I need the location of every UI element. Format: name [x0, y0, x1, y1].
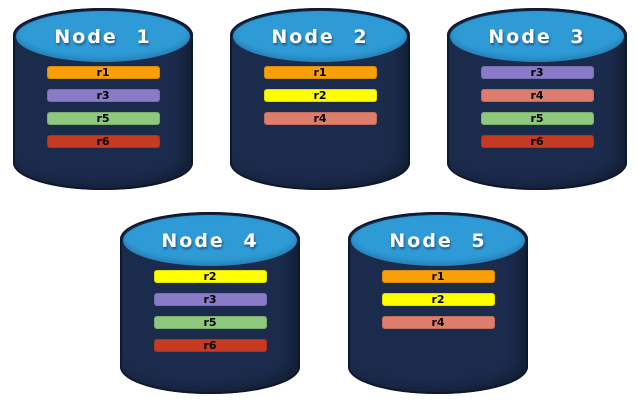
replica-label: r1	[96, 66, 110, 79]
replica-label: r2	[203, 270, 217, 283]
node-3-cylinder: Node 3 r3 r4 r5 r6	[447, 8, 627, 190]
replica-bar-r2: r2	[381, 293, 495, 306]
node-1-replica-list: r1 r3 r5 r6	[13, 66, 193, 148]
replica-label: r5	[530, 112, 544, 125]
node-3-replica-list: r3 r4 r5 r6	[447, 66, 627, 148]
replica-label: r5	[203, 316, 217, 329]
replica-label: r4	[313, 112, 327, 125]
cylinder-top-ellipse: Node 4	[123, 215, 297, 266]
node-4-replica-list: r2 r3 r5 r6	[120, 270, 300, 352]
replica-bar-r5: r5	[153, 316, 267, 329]
node-4-label: Node 4	[161, 229, 259, 252]
replica-label: r2	[313, 89, 327, 102]
replica-label: r3	[96, 89, 110, 102]
cylinder-top-ellipse: Node 1	[16, 11, 190, 62]
node-5-replica-list: r1 r2 r4	[348, 270, 528, 329]
replica-label: r5	[96, 112, 110, 125]
node-2-replica-list: r1 r2 r4	[230, 66, 410, 125]
node-5-cylinder: Node 5 r1 r2 r4	[348, 212, 528, 394]
replica-bar-r6: r6	[153, 339, 267, 352]
replica-bar-r3: r3	[46, 89, 160, 102]
replica-bar-r4: r4	[263, 112, 377, 125]
replica-bar-r2: r2	[153, 270, 267, 283]
replica-bar-r5: r5	[480, 112, 594, 125]
replica-label: r4	[530, 89, 544, 102]
replica-bar-r1: r1	[263, 66, 377, 79]
replica-bar-r6: r6	[480, 135, 594, 148]
replica-label: r6	[530, 135, 544, 148]
node-4-cylinder: Node 4 r2 r3 r5 r6	[120, 212, 300, 394]
cylinder-top-ellipse: Node 2	[233, 11, 407, 62]
replica-bar-r5: r5	[46, 112, 160, 125]
replica-label: r6	[203, 339, 217, 352]
replica-label: r1	[431, 270, 445, 283]
cylinder-top-ellipse: Node 5	[351, 215, 525, 266]
replica-bar-r4: r4	[480, 89, 594, 102]
node-1-label: Node 1	[54, 25, 152, 48]
replica-label: r1	[313, 66, 327, 79]
replica-bar-r4: r4	[381, 316, 495, 329]
replica-bar-r3: r3	[153, 293, 267, 306]
replica-label: r6	[96, 135, 110, 148]
node-5-label: Node 5	[389, 229, 487, 252]
replica-bar-r6: r6	[46, 135, 160, 148]
replica-bar-r3: r3	[480, 66, 594, 79]
replica-label: r3	[203, 293, 217, 306]
node-2-cylinder: Node 2 r1 r2 r4	[230, 8, 410, 190]
node-1-cylinder: Node 1 r1 r3 r5 r6	[13, 8, 193, 190]
node-3-label: Node 3	[488, 25, 586, 48]
replica-label: r4	[431, 316, 445, 329]
node-2-label: Node 2	[271, 25, 369, 48]
replica-bar-r1: r1	[381, 270, 495, 283]
replica-label: r3	[530, 66, 544, 79]
replica-label: r2	[431, 293, 445, 306]
cylinder-top-ellipse: Node 3	[450, 11, 624, 62]
replica-bar-r1: r1	[46, 66, 160, 79]
node-row-bottom: Node 4 r2 r3 r5 r6 Node 5 r1 r2 r4	[5, 212, 638, 394]
replica-bar-r2: r2	[263, 89, 377, 102]
